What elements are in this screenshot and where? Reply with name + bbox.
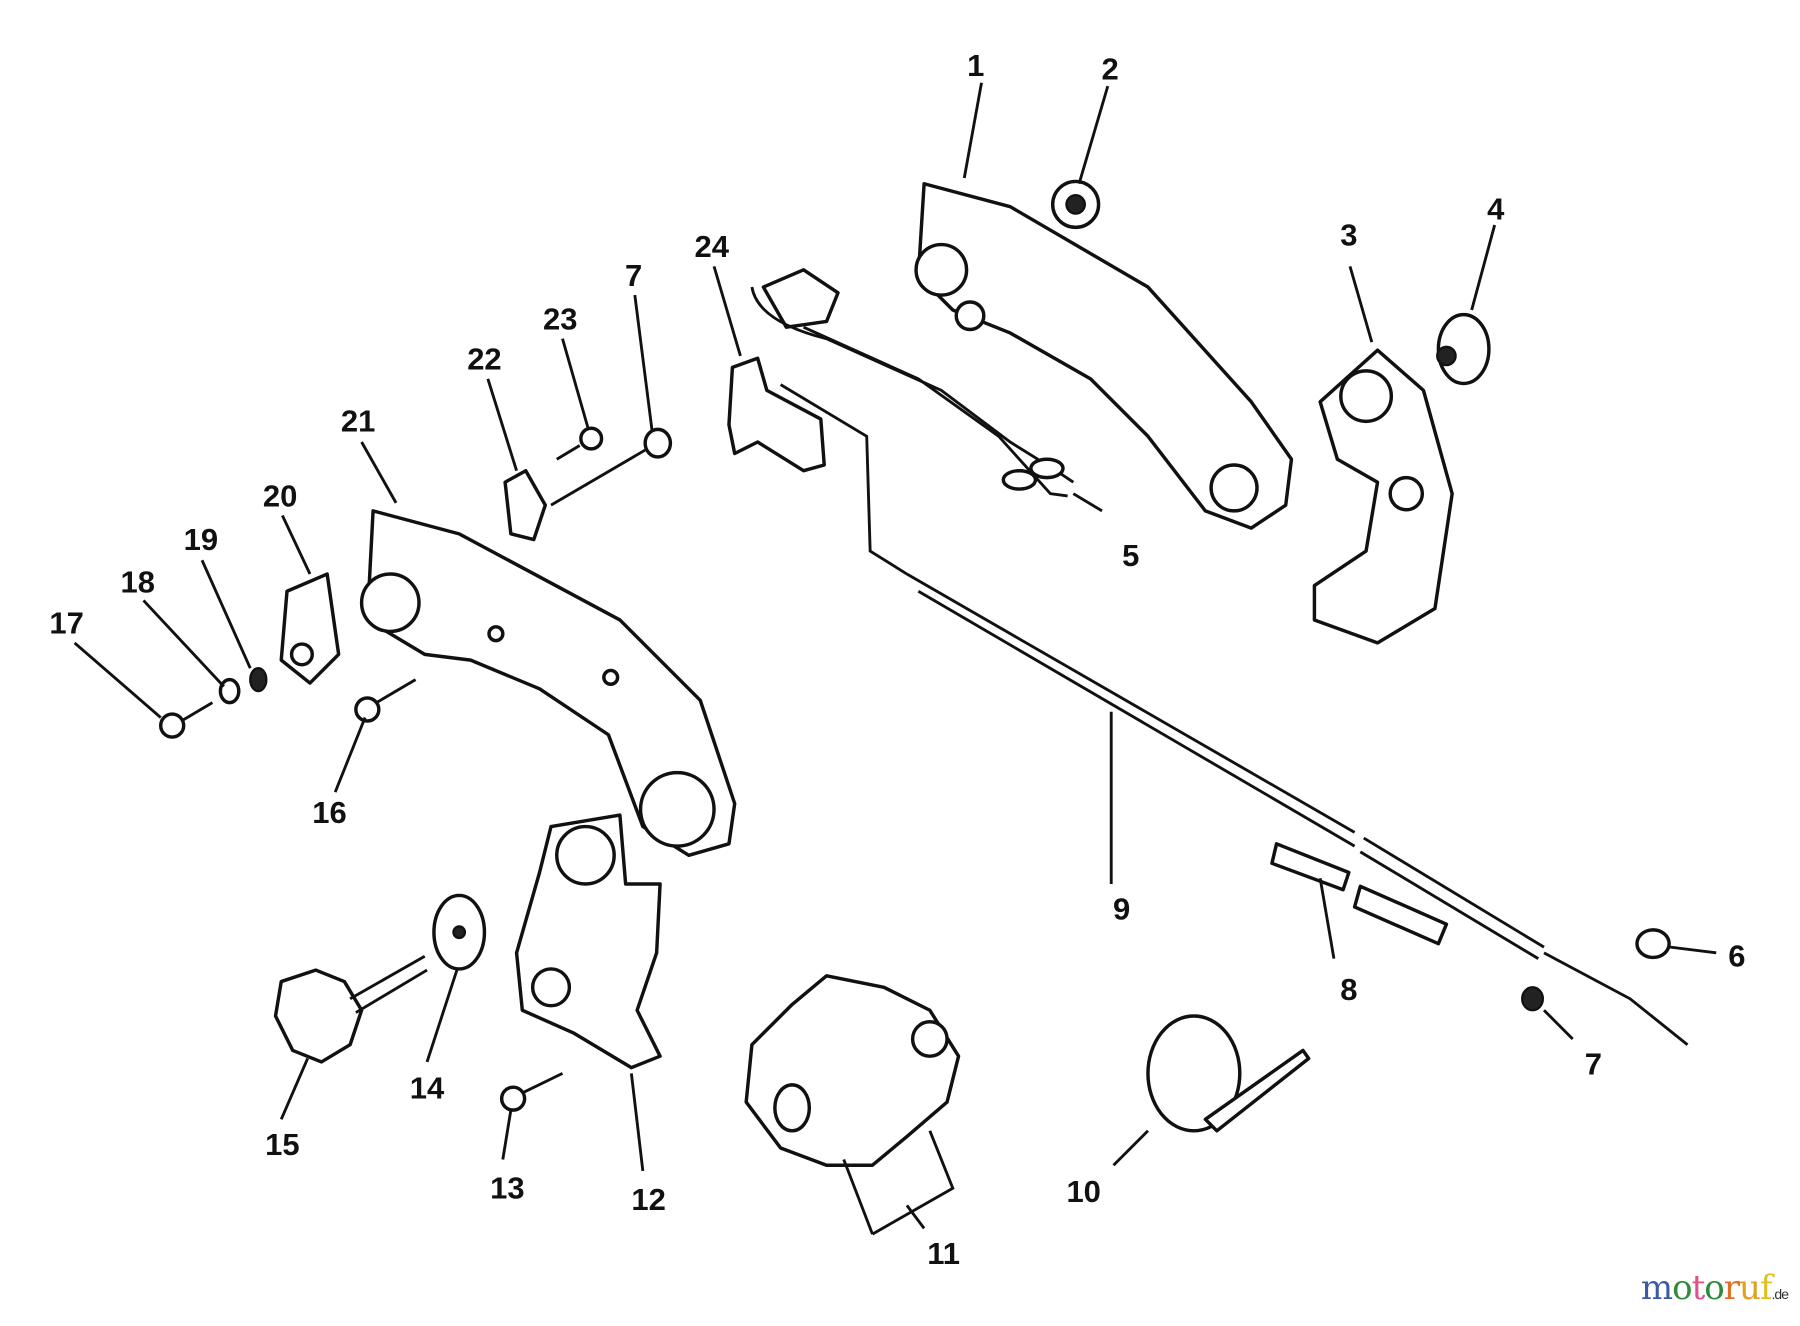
logo-letter: m xyxy=(1640,1268,1673,1308)
leader-lines xyxy=(73,82,1717,1236)
part-19-washer xyxy=(249,667,268,693)
part-24-trigger xyxy=(727,356,826,473)
callout-8: 8 xyxy=(1340,972,1357,1007)
callout-4: 4 xyxy=(1487,191,1505,226)
callout-20: 20 xyxy=(263,478,297,513)
callout-22: 22 xyxy=(467,342,501,377)
callout-15: 15 xyxy=(265,1127,299,1162)
logo-letter: f xyxy=(1759,1268,1773,1308)
callout-24: 24 xyxy=(695,229,730,264)
part-7-nut-lower xyxy=(1521,986,1545,1012)
callout-7-upper: 7 xyxy=(625,258,642,293)
part-8-spring xyxy=(1270,842,1449,946)
part-15-knob xyxy=(273,955,428,1064)
part-22-clip xyxy=(503,468,548,542)
logo-letter: r xyxy=(1723,1268,1740,1308)
callout-13: 13 xyxy=(490,1171,524,1206)
part-6-cap xyxy=(1635,928,1671,960)
part-17-screw xyxy=(158,701,214,739)
callout-17: 17 xyxy=(49,606,83,641)
callout-3: 3 xyxy=(1340,218,1357,253)
part-21-handle-half xyxy=(359,509,737,858)
part-2-grommet xyxy=(1050,179,1101,230)
callout-9: 9 xyxy=(1113,892,1130,927)
callout-16: 16 xyxy=(312,795,346,830)
callout-2: 2 xyxy=(1101,51,1118,86)
part-1-handle-half xyxy=(914,182,1294,530)
logo-letter: o xyxy=(1704,1268,1725,1308)
part-18-washer xyxy=(218,677,241,705)
logo-suffix: .de xyxy=(1771,1286,1789,1302)
part-20-cam xyxy=(279,572,341,685)
part-4-nut xyxy=(1436,312,1491,386)
logo-letter: o xyxy=(1672,1268,1693,1308)
logo-letter: t xyxy=(1691,1268,1706,1308)
part-9-throttle-cable xyxy=(779,383,1689,1046)
callout-19: 19 xyxy=(184,522,218,557)
callout-14: 14 xyxy=(410,1071,445,1106)
callout-5: 5 xyxy=(1122,538,1139,573)
callout-1: 1 xyxy=(967,48,984,83)
part-14-washer xyxy=(432,893,487,971)
part-3-bracket xyxy=(1312,348,1454,645)
callout-11: 11 xyxy=(927,1236,960,1271)
motoruf-logo: motoruf.de xyxy=(1640,1268,1789,1308)
part-5-switch-wire xyxy=(750,268,1075,498)
part-10-cable-tie xyxy=(1146,1014,1311,1133)
part-7-nut-upper xyxy=(550,427,673,507)
callout-23: 23 xyxy=(543,302,577,337)
callout-12: 12 xyxy=(631,1182,665,1217)
callout-10: 10 xyxy=(1066,1174,1100,1209)
part-11-clamp xyxy=(744,974,961,1167)
callout-7-lower: 7 xyxy=(1585,1047,1602,1082)
callout-18: 18 xyxy=(121,564,155,599)
part-13-screw xyxy=(499,1072,564,1112)
logo-letter: u xyxy=(1739,1268,1761,1308)
part-16-screw xyxy=(354,678,417,723)
callout-21: 21 xyxy=(341,404,375,439)
part-12-bracket xyxy=(514,813,662,1070)
callout-6: 6 xyxy=(1728,939,1745,974)
part-23-screw xyxy=(556,426,604,461)
